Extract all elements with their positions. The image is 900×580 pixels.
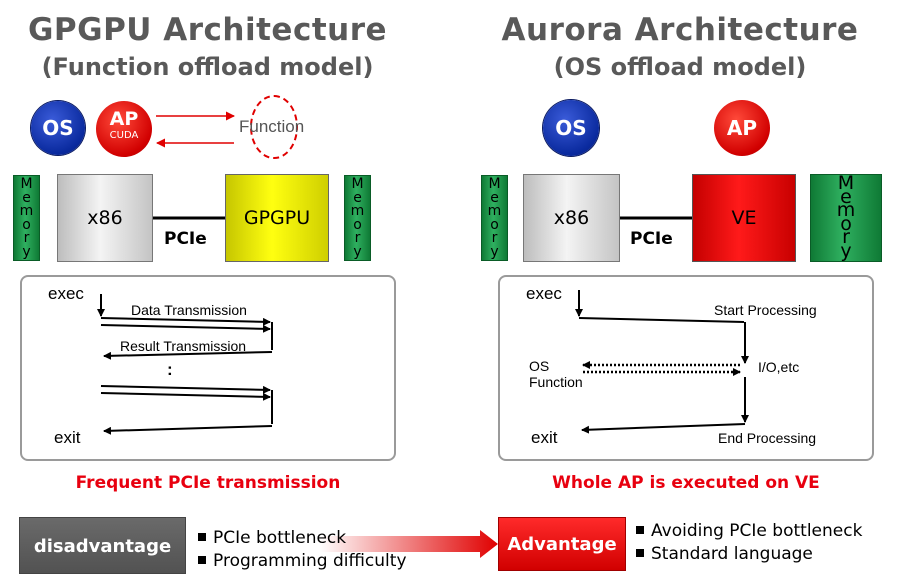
left-caption: Frequent PCIe transmission — [75, 473, 341, 493]
right-ve-box: VE — [692, 174, 796, 262]
disadvantage-to-advantage-arrow — [320, 530, 498, 558]
right-end-label: End Processing — [718, 430, 817, 446]
left-flow-arrows — [97, 294, 273, 435]
right-flow-panel — [498, 275, 874, 461]
list-item: PCIe bottleneck — [198, 527, 407, 550]
right-start-label: Start Processing — [714, 302, 817, 318]
list-item: Avoiding PCIe bottleneck — [636, 520, 862, 543]
advantage-list: Avoiding PCIe bottleneck Standard langua… — [636, 520, 862, 566]
right-x86-label: x86 — [553, 207, 590, 229]
advantage-box: Advantage — [498, 517, 626, 571]
right-title: Aurora Architecture — [501, 12, 859, 48]
left-ap-label: AP — [109, 108, 139, 130]
left-ap-sub: CUDA — [109, 130, 139, 141]
function-label: Function — [239, 117, 305, 136]
left-exec-label: exec — [48, 284, 84, 303]
right-os-label: OS — [555, 116, 587, 140]
left-subtitle: (Function offload model) — [41, 53, 374, 81]
left-data-tx-label: Data Transmission — [131, 302, 247, 318]
left-ap-circle: AP CUDA — [96, 101, 152, 157]
list-item: Programming difficulty — [198, 550, 407, 573]
right-os-function-label-2: Function — [529, 374, 583, 390]
left-gpgpu-box: GPGPU — [225, 174, 329, 262]
right-subtitle: (OS offload model) — [553, 53, 807, 81]
left-x86-box: x86 — [57, 174, 153, 262]
disadvantage-label: disadvantage — [33, 536, 172, 557]
left-ellipsis: : — [167, 360, 173, 379]
disadvantage-list: PCIe bottleneck Programming difficulty — [198, 527, 407, 573]
right-io-label: I/O,etc — [758, 359, 800, 375]
right-ap-circle: AP — [714, 100, 770, 156]
list-item: Standard language — [636, 543, 862, 566]
right-os-circle: OS — [543, 100, 599, 156]
right-ap-label: AP — [726, 116, 758, 140]
right-x86-box: x86 — [523, 174, 620, 262]
left-exit-label: exit — [54, 428, 81, 447]
right-exit-label: exit — [531, 428, 558, 447]
left-os-circle: OS — [31, 101, 85, 155]
right-exec-label: exec — [526, 284, 562, 303]
advantage-label: Advantage — [507, 534, 617, 555]
function-dashed-circle — [250, 95, 298, 159]
disadvantage-box: disadvantage — [19, 517, 186, 574]
right-pcie-label: PCIe — [630, 229, 673, 249]
right-ve-label: VE — [731, 207, 757, 229]
left-gpgpu-label: GPGPU — [243, 207, 311, 229]
left-pcie-label: PCIe — [164, 229, 207, 249]
left-os-label: OS — [42, 116, 74, 140]
right-os-function-label-1: OS — [529, 358, 550, 374]
left-flow-panel — [20, 275, 396, 461]
left-x86-label: x86 — [87, 207, 123, 229]
os-function-dotted-arrows — [582, 361, 741, 376]
right-caption: Whole AP is executed on VE — [552, 473, 820, 493]
left-result-tx-label: Result Transmission — [120, 338, 247, 354]
left-title: GPGPU Architecture — [27, 12, 388, 48]
right-flow-arrows — [575, 290, 749, 434]
